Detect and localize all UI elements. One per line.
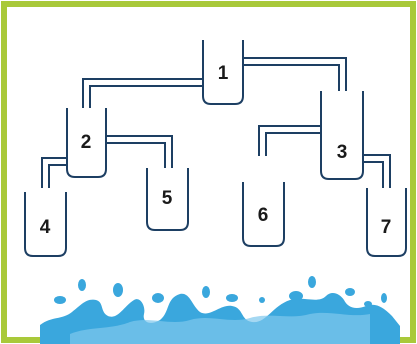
cup-1-label: 1 xyxy=(218,63,229,84)
pipe-2-to-4 xyxy=(42,158,67,188)
pipe-3-to-6 xyxy=(259,126,321,156)
cup-7-label: 7 xyxy=(381,217,392,238)
cup-3-label: 3 xyxy=(337,142,348,163)
pipe-2-to-5 xyxy=(106,136,172,168)
pipe-1-to-3 xyxy=(243,58,346,91)
droplet xyxy=(54,296,66,304)
water-splash-image xyxy=(40,276,400,344)
cup-2-label: 2 xyxy=(81,132,92,153)
cup-3 xyxy=(321,91,363,179)
cup-6-label: 6 xyxy=(258,205,269,226)
cup-5-label: 5 xyxy=(162,188,173,209)
pipe-3-to-7 xyxy=(363,155,390,188)
cup-4-label: 4 xyxy=(40,217,51,238)
pipe-1-to-2 xyxy=(83,79,203,108)
